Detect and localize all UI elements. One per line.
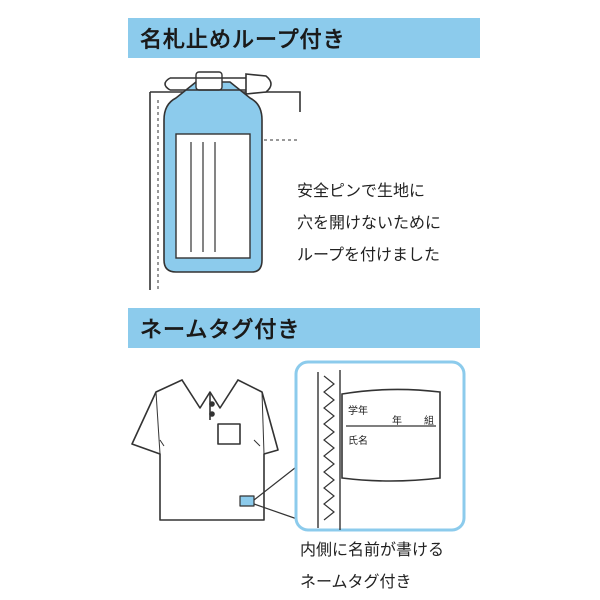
polo-shirt-icon	[131, 379, 279, 521]
caption-line: 安全ピンで生地に	[297, 181, 426, 200]
name-tag-caption: 内側に名前が書ける ネームタグ付き	[300, 534, 444, 598]
caption-line: ループを付けました	[297, 245, 441, 264]
year-label: 年	[392, 416, 402, 427]
caption-line: 穴を開けないために	[297, 213, 442, 232]
callout-leader	[253, 463, 301, 521]
grade-label: 学年	[348, 406, 368, 417]
class-label: 組	[424, 416, 434, 427]
section-title-loop: 名札止めループ付き	[128, 18, 480, 58]
badge-holder-icon	[163, 71, 263, 273]
name-label: 氏名	[348, 436, 368, 447]
loop-caption: 安全ピンで生地に 穴を開けないために ループを付けました	[297, 175, 441, 271]
safety-pin-icon	[164, 73, 272, 95]
caption-line: 内側に名前が書ける	[300, 540, 445, 559]
name-tag-icon	[341, 388, 441, 482]
caption-line: ネームタグ付き	[300, 572, 412, 591]
section-title-name-tag: ネームタグ付き	[128, 308, 480, 348]
